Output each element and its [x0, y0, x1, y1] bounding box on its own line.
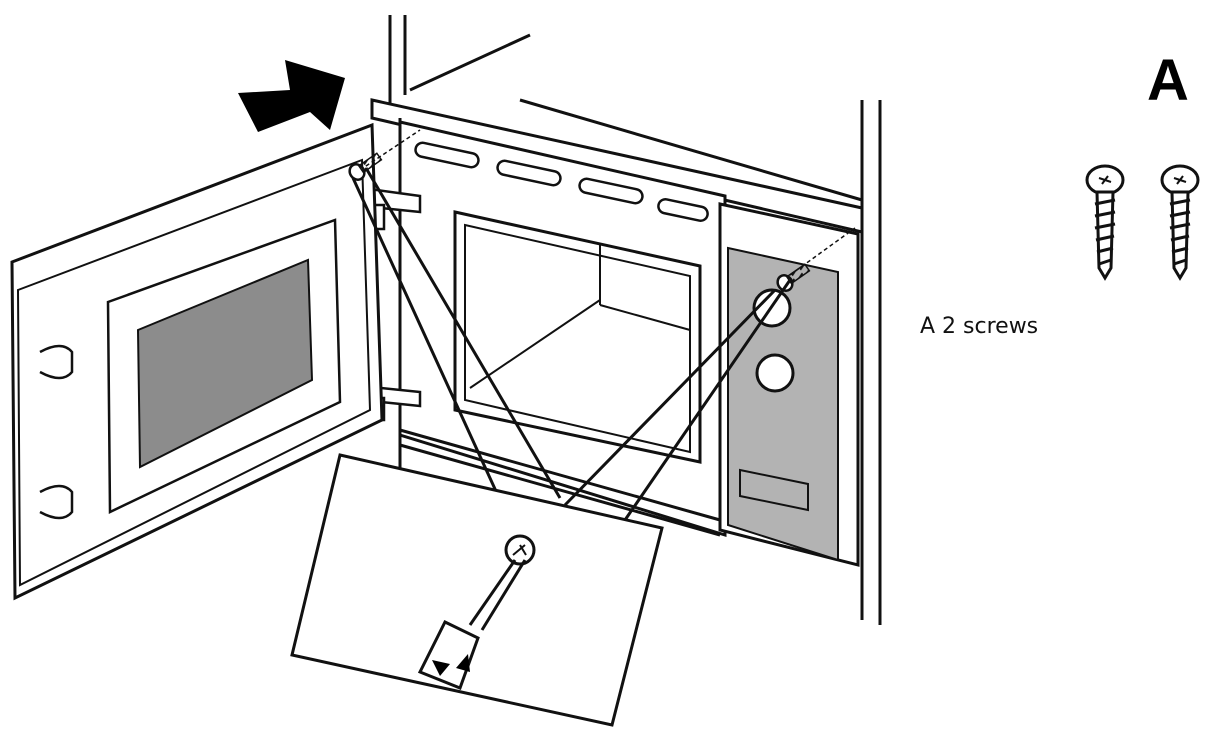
door-latch-bottom: [39, 484, 74, 520]
push-arrow-icon: [238, 60, 345, 132]
display-window: [739, 468, 809, 512]
vent-slots: [414, 141, 709, 222]
control-knob-bottom: [755, 353, 795, 393]
part-a-screws: [1085, 164, 1200, 281]
screw-icon: [776, 263, 811, 292]
screw-locations: [348, 129, 856, 292]
screw-icon: [1160, 164, 1200, 281]
oven-cavity: [453, 210, 702, 464]
detail-inset: [290, 453, 664, 727]
screwdriver-icon: [417, 534, 536, 690]
screw-icon: [1085, 164, 1125, 281]
screw-icon: [348, 152, 383, 181]
callout-beams: [351, 167, 792, 521]
microwave-door: [10, 122, 384, 601]
cabinet-frame: [388, 15, 882, 625]
control-panel: [718, 202, 860, 567]
door-latch-top: [39, 344, 74, 380]
part-label: A: [1147, 48, 1189, 113]
part-caption: A 2 screws: [920, 314, 1039, 339]
